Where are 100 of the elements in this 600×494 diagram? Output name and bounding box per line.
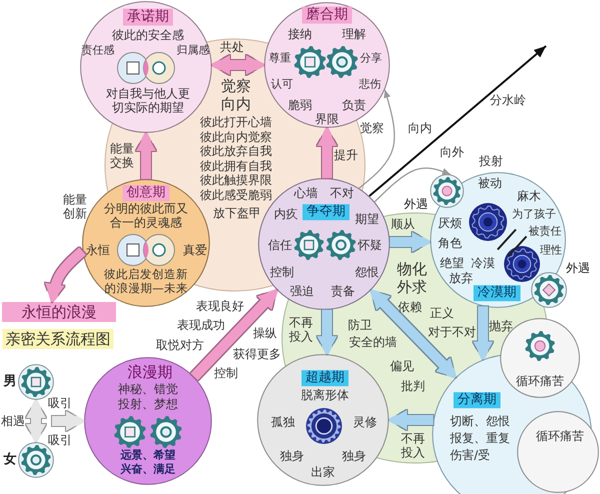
phrase-text: 物化外求 xyxy=(396,260,428,296)
side-label: 女 xyxy=(4,452,16,468)
block-arrow xyxy=(52,411,84,431)
side-label: 男 xyxy=(4,374,16,390)
keyword-text: 独身 xyxy=(342,448,366,464)
keyword-text: 伤害/受 xyxy=(450,448,490,462)
keyword-text: 认可 xyxy=(271,77,293,91)
keyword-text: 循环痛苦 xyxy=(516,374,564,388)
annotation-text: 表现成功 xyxy=(177,318,225,332)
keyword-text: 彼此的安全感 xyxy=(112,28,184,42)
block-arrow xyxy=(473,306,493,360)
stage-title: 浪漫期 xyxy=(128,363,172,381)
keyword-text: 神秘、错觉 xyxy=(118,381,178,396)
keyword-text: 孤独 xyxy=(271,414,295,430)
keyword-text: 接纳 xyxy=(288,26,312,42)
keyword-text: 悲伤 xyxy=(359,77,381,91)
annotation-text: 吸引 xyxy=(48,432,72,448)
annotation-text: 向外 xyxy=(440,144,464,160)
keyword-text: 放弃 xyxy=(449,270,473,286)
keyword-text: 信任 xyxy=(268,238,292,252)
block-arrow xyxy=(136,133,156,179)
keyword-text: 责备 xyxy=(331,284,355,298)
block-arrow xyxy=(212,55,264,75)
side-label: 外遇 xyxy=(566,260,590,276)
phrase-text: 彼此感受脆弱 xyxy=(200,187,272,202)
keyword-text: 冷漠 xyxy=(471,256,495,270)
diagram-title: 亲密关系流程图 xyxy=(2,329,114,349)
phrase-text: 彼此触摸界限 xyxy=(200,172,272,188)
keyword-text: 投射、梦想 xyxy=(118,396,178,411)
annotation-text: 吸引 xyxy=(48,396,72,410)
keyword-text: 麻木 xyxy=(517,188,541,204)
stage-circle xyxy=(80,1,212,133)
stage-title: 争夺期 xyxy=(302,204,350,220)
edge-label: 能量交换 xyxy=(109,142,135,170)
phrase-text: 依赖 xyxy=(398,300,422,314)
keyword-text: 负责 xyxy=(342,98,366,112)
keyword-text: 不对 xyxy=(330,186,354,200)
keyword-text: 归属感 xyxy=(176,43,210,57)
keyword-text: 界限 xyxy=(315,112,339,126)
phrase-text: 放下盔甲 xyxy=(213,206,261,220)
keyword-text: 角色 xyxy=(438,236,462,250)
keyword-text: 理性 xyxy=(540,243,562,257)
keyword-text: 分明的彼此而又合一的灵魂感 xyxy=(103,202,189,230)
phrase-text: 彼此放弃自我 xyxy=(200,144,272,158)
keyword-text: 兴奋、满足 xyxy=(120,462,176,476)
edge-label: 抛弃 xyxy=(489,318,513,334)
banner-text: 永恒的浪漫 xyxy=(22,303,96,321)
keyword-text: 强迫 xyxy=(290,284,314,298)
stage-title: 冷漠期 xyxy=(474,285,520,301)
banner xyxy=(2,302,116,322)
keyword-text: 脱离形体 xyxy=(301,388,349,402)
keyword-text: 永恒 xyxy=(86,242,110,258)
keyword-text: 尊重 xyxy=(269,51,291,65)
edge-label: 不再投入 xyxy=(400,432,426,460)
keyword-text: 彼此启发创造新的浪漫期—未来 xyxy=(103,268,189,296)
stage-circle xyxy=(430,172,566,308)
annotation-text: 觉察 xyxy=(360,120,384,136)
keyword-text: 怨恨 xyxy=(355,264,379,280)
block-arrow xyxy=(389,410,434,430)
keyword-text: 循环痛苦 xyxy=(536,428,584,444)
keyword-text: 脆弱 xyxy=(288,98,312,112)
phrase-text: 防卫 xyxy=(348,318,372,332)
edge-label: 顺从 xyxy=(391,216,415,232)
stage-title: 分离期 xyxy=(454,392,500,408)
keyword-text: 对自我与他人更切实际的期望 xyxy=(105,86,191,116)
annotation-text: 获得更多 xyxy=(233,346,281,362)
annotation-text: 操纵 xyxy=(253,326,277,340)
stage-title: 创意期 xyxy=(122,185,170,201)
stage-circle xyxy=(84,357,212,485)
stage-title: 承诺期 xyxy=(123,8,173,26)
block-arrow xyxy=(317,310,337,354)
keyword-text: 为了孩子 xyxy=(512,207,556,221)
phrase-text: 批判 xyxy=(401,378,425,394)
keyword-text: 被责任 xyxy=(528,224,562,238)
annotation-text: 表现良好 xyxy=(196,298,244,314)
phrase-text: 正义 xyxy=(430,306,454,320)
phrase-text: 彼此向内觉察 xyxy=(200,129,272,144)
side-label: 外遇 xyxy=(404,196,428,212)
arrow xyxy=(374,167,451,202)
edge-label: 共处 xyxy=(220,40,244,54)
keyword-text: 厌烦 xyxy=(438,216,462,230)
annotation-text: 取悦对方 xyxy=(156,338,204,352)
phrase-text: 安全的墙 xyxy=(349,334,397,350)
block-arrow xyxy=(367,286,460,381)
keyword-text: 独身 xyxy=(280,448,304,464)
keyword-text: 出家 xyxy=(311,464,335,480)
keyword-text: 灵修 xyxy=(353,414,377,430)
stage-title: 超越期 xyxy=(302,370,348,386)
stage-title: 磨合期 xyxy=(302,6,352,24)
keyword-text: 控制 xyxy=(270,264,294,280)
edge-label: 能量创新 xyxy=(62,192,88,222)
block-arrow xyxy=(390,232,430,252)
keyword-text: 分享 xyxy=(360,51,382,65)
edge-label: 分水岭 xyxy=(490,92,526,108)
keyword-text: 真爱 xyxy=(183,242,207,258)
phrase-text: 偏见 xyxy=(390,358,414,374)
annotation-text: 控制 xyxy=(214,366,238,380)
keyword-text: 远景、希望 xyxy=(120,448,176,462)
keyword-text: 报复、重复 xyxy=(450,430,510,446)
phrase-text: 彼此拥有自我 xyxy=(200,158,272,173)
